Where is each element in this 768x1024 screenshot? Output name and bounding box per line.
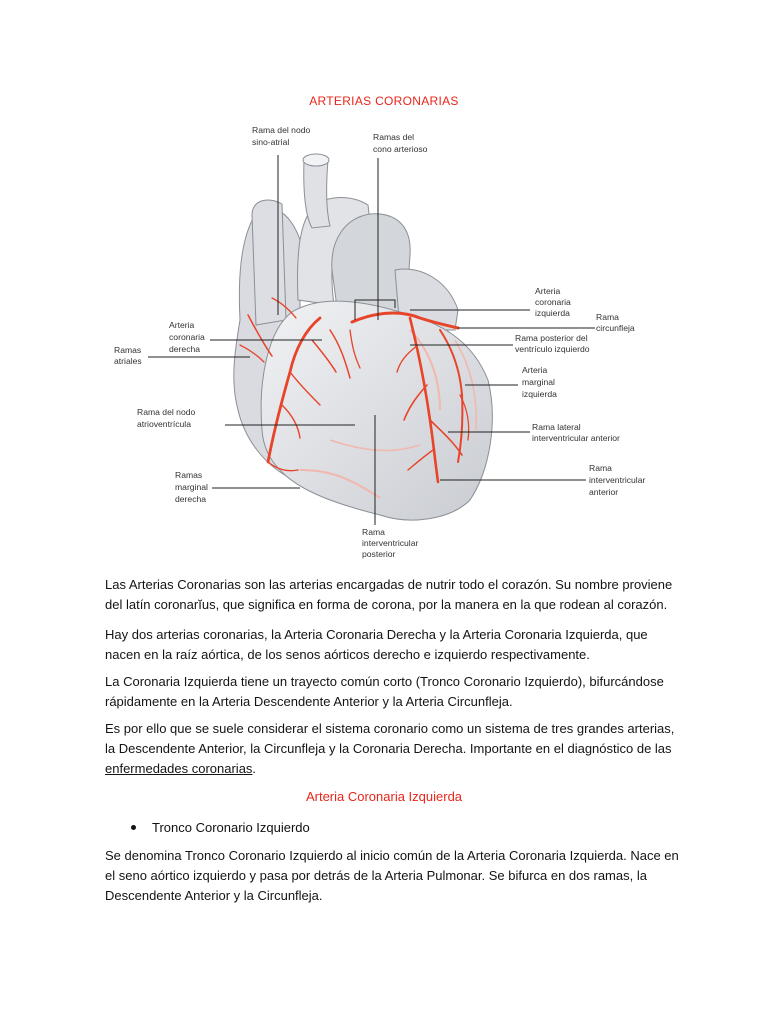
label-ramas-cono-arterioso: Ramas del — [373, 132, 414, 142]
paragraph-two-arteries: Hay dos arterias coronarias, la Arteria … — [105, 625, 680, 665]
svg-text:derecha: derecha — [169, 344, 200, 354]
svg-text:interventricular anterior: interventricular anterior — [532, 433, 620, 443]
label-rama-interventricular-anterior: Rama — [589, 463, 612, 473]
svg-text:circunfleja: circunfleja — [596, 323, 635, 333]
svg-text:atriales: atriales — [114, 356, 142, 366]
label-rama-lateral-iva: Rama lateral — [532, 422, 581, 432]
label-rama-nodo-sinoatrial: Rama del nodo — [252, 125, 311, 135]
svg-text:atrioventrícula: atrioventrícula — [137, 419, 191, 429]
enfermedades-coronarias-link[interactable]: enfermedades coronarias — [105, 761, 252, 776]
label-rama-circunfleja: Rama — [596, 312, 619, 322]
svg-text:marginal: marginal — [175, 482, 208, 492]
paragraph-tronco: Se denomina Tronco Coronario Izquierdo a… — [105, 846, 680, 906]
label-arteria-coronaria-izquierda: Arteria — [535, 286, 561, 296]
svg-text:coronaria: coronaria — [535, 297, 571, 307]
svg-text:interventricular: interventricular — [589, 475, 645, 485]
label-ramas-marginal-derecha: Ramas — [175, 470, 202, 480]
svg-text:coronaria: coronaria — [169, 332, 205, 342]
paragraph-left-coronary: La Coronaria Izquierda tiene un trayecto… — [105, 672, 680, 712]
label-arteria-coronaria-derecha: Arteria — [169, 320, 195, 330]
label-ramas-atriales: Ramas — [114, 345, 141, 355]
svg-text:izquierda: izquierda — [522, 389, 557, 399]
coronary-arteries-illustration: Rama del nodo sino-atrial Ramas del cono… — [0, 0, 768, 580]
label-arteria-marginal-izquierda: Arteria — [522, 365, 548, 375]
paragraph-three-arteries: Es por ello que se suele considerar el s… — [105, 719, 680, 779]
svg-text:anterior: anterior — [589, 487, 618, 497]
svg-text:sino-atrial: sino-atrial — [252, 137, 289, 147]
svg-text:interventricular: interventricular — [362, 538, 418, 548]
label-rama-posterior-vi: Rama posterior del — [515, 333, 588, 343]
svg-text:marginal: marginal — [522, 377, 555, 387]
label-rama-nodo-av: Rama del nodo — [137, 407, 196, 417]
svg-text:cono arterioso: cono arterioso — [373, 144, 428, 154]
svg-text:posterior: posterior — [362, 549, 396, 559]
section-heading: Arteria Coronaria Izquierda — [0, 789, 768, 804]
paragraph-intro: Las Arterias Coronarias son las arterias… — [105, 575, 680, 615]
bullet-icon — [131, 825, 136, 830]
svg-text:ventrículo izquierdo: ventrículo izquierdo — [515, 344, 590, 354]
bullet-item: Tronco Coronario Izquierdo — [152, 818, 310, 838]
label-rama-interventricular-posterior: Rama — [362, 527, 385, 537]
svg-text:izquierda: izquierda — [535, 308, 570, 318]
svg-text:derecha: derecha — [175, 494, 206, 504]
